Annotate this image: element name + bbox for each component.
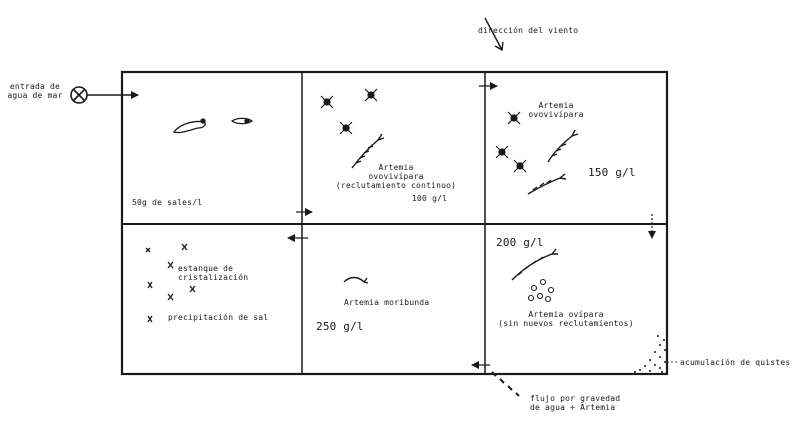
pond4-organism-line2: (sin nuevos reclutamientos)	[498, 319, 634, 328]
cyst-accumulation	[634, 335, 666, 373]
pond1-concentration: 50g de sales/l	[132, 198, 203, 207]
pond-grid	[120, 70, 669, 376]
pond4-organism-line1: Artemia ovípara	[528, 310, 604, 319]
pond4-concentration: 200 g/l	[496, 236, 544, 249]
crystallization-label-line2: cristalización	[178, 273, 249, 282]
pond3-organism-line2: ovovivípara	[528, 110, 584, 119]
salt-precipitation-label: precipitación de sal	[168, 313, 269, 322]
artemia-adult-icon	[511, 248, 558, 281]
artemia-cyst-icon	[527, 278, 555, 303]
pond3-concentration: 150 g/l	[588, 166, 636, 179]
artemia-larva-icon	[172, 117, 254, 134]
wind-arrow	[484, 17, 504, 52]
pond2-organism-label: Artemia ovovivípara (reclutamiento conti…	[326, 163, 466, 190]
pond5-concentration: 250 g/l	[316, 320, 364, 333]
inlet-label: entrada de agua de mar	[6, 82, 64, 100]
inlet-label-line1: entrada de	[9, 82, 61, 91]
artemia-adult-icon	[527, 129, 579, 195]
inlet-valve-icon	[70, 86, 88, 104]
pond4-organism-label: Artemia ovípara (sin nuevos reclutamient…	[486, 310, 646, 328]
outflow-arrow	[491, 371, 520, 397]
cyst-accumulation-label: acumulación de quistes	[680, 358, 791, 367]
wind-direction-label: dirección del viento	[478, 26, 579, 35]
artemia-dying-icon	[343, 276, 369, 284]
artemia-adult-icon	[351, 133, 385, 169]
outflow-label: flujo por gravedad de agua + Artemia	[530, 394, 620, 412]
pond2-organism-line2: ovovivípara	[368, 172, 424, 181]
pond3-organism-line1: Artemia	[538, 101, 574, 110]
pond2-organism-line3: (reclutamiento continuo)	[335, 181, 457, 190]
salt-crystal-icon	[145, 243, 196, 323]
artemia-nauplius-icon	[495, 111, 527, 173]
outflow-label-line2: de agua + Artemia	[530, 403, 616, 412]
flow-arrows	[287, 82, 656, 369]
inlet-label-line2: agua de mar	[7, 91, 63, 100]
artemia-nauplius-icon	[320, 88, 378, 135]
pond3-organism-label: Artemia ovovivípara	[520, 101, 592, 119]
pond2-organism-line1: Artemia	[378, 163, 414, 172]
crystallization-pond-label: estanque de cristalización	[178, 264, 248, 282]
outflow-label-line1: flujo por gravedad	[530, 394, 621, 403]
pond2-concentration: 100 g/l	[412, 194, 448, 203]
pond5-organism-label: Artemia moribunda	[344, 298, 430, 307]
crystallization-label-line1: estanque de	[178, 264, 234, 273]
